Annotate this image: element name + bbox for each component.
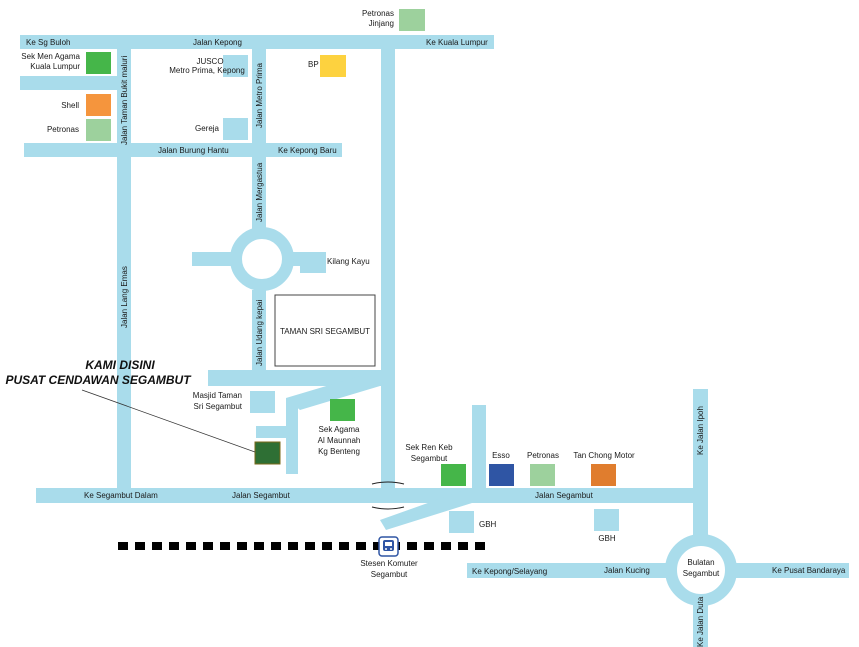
label-petronas-left: Petronas [47,125,79,134]
road-diagonal [286,370,380,410]
label-petronas-jinjang-2: Jinjang [369,19,394,28]
road-ke-jalan-duta [693,600,708,647]
label-ke-kepong-selayang: Ke Kepong/Selayang [472,567,547,576]
road-short-horizontal [256,426,288,438]
roundabout-bulatan-segambut [665,534,737,606]
label-ke-sg-buloh: Ke Sg Buloh [26,38,70,47]
petronas-right-marker [530,464,555,486]
gbh-2-marker [594,509,619,531]
label-sek-agama-3: Kg Benteng [318,447,360,456]
label-taman-sri-segambut: TAMAN SRI SEGAMBUT [280,327,370,336]
road-jalan-kepong [20,35,494,49]
gereja-marker [223,118,248,140]
bp-marker [320,55,346,77]
label-ke-pusat-bandaraya: Ke Pusat Bandaraya [772,566,846,575]
label-stesen-komuter-1: Stesen Komuter [360,559,418,568]
road-stub-left [20,76,124,90]
label-jalan-udang-kepai: Jalan Udang kepai [255,300,264,366]
callout-pointer [81,389,256,453]
road-short-vertical [286,398,298,474]
label-jalan-burung-hantu: Jalan Burung Hantu [158,146,229,155]
road-esso-vertical [472,405,486,495]
label-jalan-kepong: Jalan Kepong [193,38,242,47]
gbh-1-marker [449,511,474,533]
shell-marker [86,94,111,116]
road-to-station [380,488,486,530]
label-jalan-mergastua: Jalan Mergastua [255,162,264,222]
label-kilang-kayu: Kilang Kayu [327,257,370,266]
label-ke-jalan-duta: Ke Jalan Duta [696,596,705,647]
callout-line-2: PUSAT CENDAWAN SEGAMBUT [5,373,192,387]
petronas-left-marker [86,119,111,141]
label-tan-chong: Tan Chong Motor [573,451,635,460]
label-stesen-komuter-2: Segambut [371,570,408,579]
sek-agama-marker [330,399,355,421]
road-labels: Ke Sg Buloh Jalan Kepong Ke Kuala Lumpur… [26,38,846,647]
label-ke-jalan-ipoh: Ke Jalan Ipoh [696,406,705,455]
bridge-mark-top [371,481,405,485]
label-shell: Shell [61,101,79,110]
kami-disini-marker [254,441,281,465]
label-esso: Esso [492,451,510,460]
label-bulatan-segambut-2: Segambut [683,569,720,578]
roundabout-mergastua [230,227,294,291]
landmarks [86,9,619,533]
train-icon [378,536,399,557]
label-jusco-2: Metro Prima, Kepong [169,66,245,75]
label-ke-kuala-lumpur: Ke Kuala Lumpur [426,38,488,47]
label-jalan-lang-emas: Jalan Lang Emas [120,266,129,328]
petronas-jinjang-marker [399,9,425,31]
road-ke-jalan-ipoh [693,389,708,539]
label-bulatan-segambut-1: Bulatan [687,558,714,567]
label-jalan-segambut-right: Jalan Segambut [535,491,594,500]
sek-ren-keb-marker [441,464,466,486]
label-sek-men-agama-2: Kuala Lumpur [30,62,80,71]
masjid-marker [250,391,275,413]
label-sek-agama-2: Al Maunnah [318,436,361,445]
roads [20,35,849,647]
road-roundabout-west [192,252,232,266]
label-gbh-1: GBH [479,520,497,529]
label-sek-ren-keb-2: Segambut [411,454,448,463]
label-ke-kepong-baru: Ke Kepong Baru [278,146,337,155]
road-jalan-taman-bukit-maluri [117,49,131,151]
road-main-vertical [381,49,395,499]
tan-chong-marker [591,464,616,486]
label-jalan-taman-bukit-maluri: Jalan Taman Bukit maluri [120,56,129,145]
callout-here: KAMI DISINI PUSAT CENDAWAN SEGAMBUT [5,358,192,387]
label-bp: BP [308,60,319,69]
label-sek-agama-1: Sek Agama [319,425,360,434]
label-jalan-segambut-left: Jalan Segambut [232,491,291,500]
label-ke-segambut-dalam: Ke Segambut Dalam [84,491,158,500]
label-gbh-2: GBH [598,534,616,543]
label-masjid-2: Sri Segambut [194,402,243,411]
sek-men-agama-marker [86,52,111,74]
road-jalan-burung-hantu [24,143,342,157]
label-sek-men-agama-1: Sek Men Agama [21,52,80,61]
place-labels: Petronas Jinjang Sek Men Agama Kuala Lum… [21,9,720,579]
road-jalan-udang-kepai [252,290,266,370]
taman-sri-segambut-block [274,294,376,367]
road-jalan-segambut [36,488,700,503]
label-jalan-metro-prima: Jalan Metro Prima [255,63,264,128]
bridge-mark-bottom [371,506,405,510]
road-jalan-mergastua [252,157,266,229]
label-sek-ren-keb-1: Sek Ren Keb [405,443,453,452]
jusco-marker [223,55,248,77]
label-petronas-right: Petronas [527,451,559,460]
label-jalan-kucing: Jalan Kucing [604,566,650,575]
esso-marker [489,464,514,486]
label-jusco-1: JUSCO [196,57,223,66]
label-masjid-1: Masjid Taman [193,391,242,400]
callout-line-1: KAMI DISINI [85,358,155,372]
road-jalan-kucing [467,563,849,578]
label-petronas-jinjang-1: Petronas [362,9,394,18]
kilang-kayu-marker [300,252,326,273]
road-jalan-metro-prima [252,49,266,151]
label-gereja: Gereja [195,124,220,133]
road-jalan-lang-emas [117,157,131,490]
